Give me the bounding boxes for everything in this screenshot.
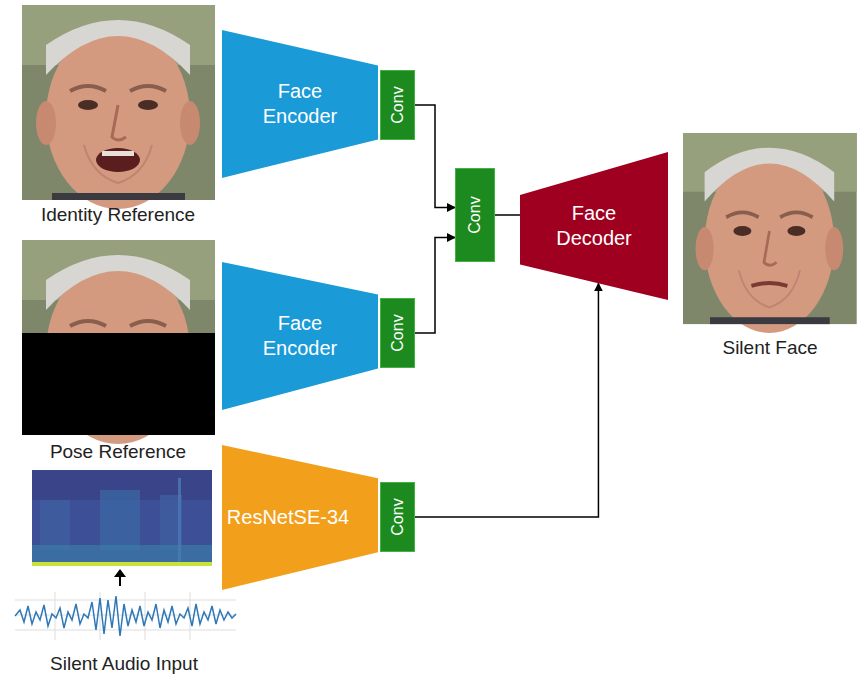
face-encoder: Face Encoder [222, 30, 378, 178]
image-caption: Identity Reference [41, 204, 195, 226]
conv-label: Conv [465, 196, 485, 233]
face-encoder: Face Encoder [222, 262, 378, 410]
conversion-arrow [114, 569, 126, 586]
block-label: ResNetSE-34 [227, 505, 349, 530]
block-label: Face Decoder [544, 201, 644, 251]
image-caption: Silent Audio Input [50, 653, 198, 675]
connector [415, 283, 598, 517]
conv-label: Conv [388, 498, 408, 535]
silent-face-image [683, 133, 857, 333]
pose-face-image [22, 240, 215, 444]
block-label: Face Encoder [250, 311, 350, 361]
resnet-encoder: ResNetSE-34 [222, 445, 378, 590]
image-caption: Pose Reference [50, 441, 186, 463]
shape-outline [222, 30, 378, 178]
conv-block: Conv [455, 168, 495, 262]
face-decoder: Face Decoder [520, 152, 668, 300]
connector [415, 238, 455, 333]
conv-block: Conv [380, 482, 415, 552]
spectrogram [32, 470, 212, 566]
shape-outline [222, 262, 378, 410]
conv-block: Conv [380, 298, 415, 368]
conv-block: Conv [380, 70, 415, 140]
conv-label: Conv [388, 86, 408, 123]
conv-label: Conv [388, 314, 408, 351]
connector [415, 105, 455, 207]
identity-face-image [22, 5, 215, 209]
block-label: Face Encoder [250, 79, 350, 129]
shape-outline [520, 152, 668, 300]
image-caption: Silent Face [722, 337, 817, 359]
connector [495, 214, 520, 216]
waveform [15, 592, 236, 640]
